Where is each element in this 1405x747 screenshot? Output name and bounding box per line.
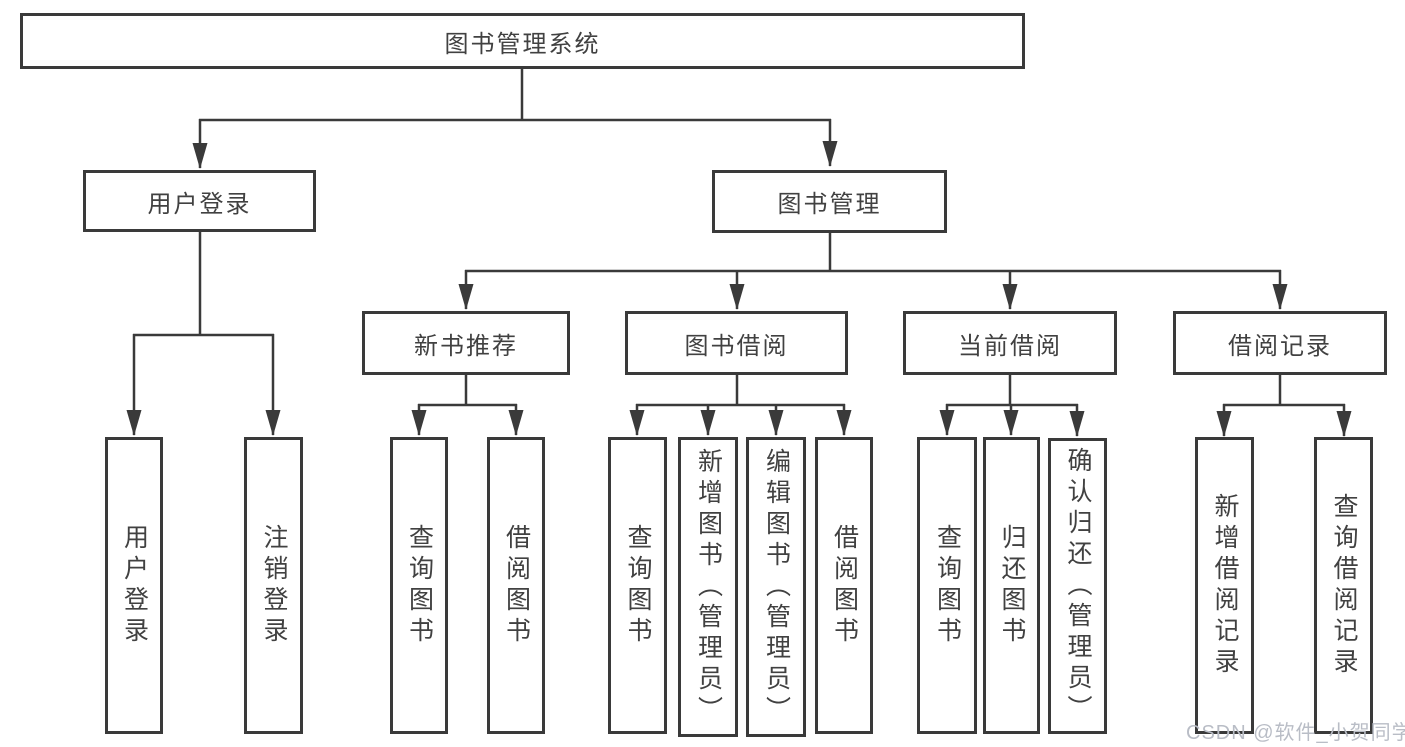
node-add-borrow-record: 新增借阅记录	[1195, 437, 1254, 734]
node-root-label: 图书管理系统	[444, 30, 601, 58]
node-confirm-return-admin: 确认归还（管理员）	[1048, 438, 1107, 734]
node-borrow-books-leaf-label: 借阅图书	[830, 523, 859, 648]
node-return-books: 归还图书	[983, 437, 1040, 734]
node-book-management-branch: 图书管理	[712, 170, 947, 233]
node-query-borrow-record: 查询借阅记录	[1314, 437, 1373, 734]
node-user-login-branch-label: 用户登录	[147, 190, 252, 218]
node-book-management-branch-label: 图书管理	[777, 191, 882, 218]
node-query-borrow-record-label: 查询借阅记录	[1330, 492, 1358, 679]
node-query-books-borrowing: 查询图书	[608, 437, 667, 734]
node-user-login-leaf-label: 用户登录	[120, 523, 149, 648]
csdn-watermark: CSDN @软件_小贺同学	[1186, 722, 1405, 744]
node-current-borrowing-label: 当前借阅	[958, 332, 1062, 360]
node-add-book-admin-label: 新增图书（管理员）	[694, 447, 723, 727]
node-current-borrowing: 当前借阅	[903, 311, 1117, 375]
node-borrow-books-recommend-label: 借阅图书	[502, 523, 531, 648]
node-return-books-label: 归还图书	[998, 523, 1026, 648]
node-query-books-borrowing-label: 查询图书	[624, 523, 652, 648]
node-new-book-recommendation: 新书推荐	[362, 311, 570, 375]
node-add-book-admin: 新增图书（管理员）	[678, 437, 738, 737]
node-query-books-recommend-label: 查询图书	[405, 523, 434, 648]
node-root: 图书管理系统	[20, 13, 1025, 69]
node-query-books-recommend: 查询图书	[390, 437, 448, 734]
node-query-books-current: 查询图书	[917, 437, 977, 734]
node-borrowing-records: 借阅记录	[1173, 311, 1387, 375]
node-borrow-books-recommend: 借阅图书	[487, 437, 545, 734]
node-borrow-books-leaf: 借阅图书	[815, 437, 873, 734]
node-book-borrowing-label: 图书借阅	[684, 332, 789, 360]
node-add-borrow-record-label: 新增借阅记录	[1211, 492, 1239, 679]
node-edit-book-admin: 编辑图书（管理员）	[746, 437, 806, 737]
node-new-book-recommendation-label: 新书推荐	[414, 332, 518, 360]
node-logout-leaf: 注销登录	[244, 437, 303, 734]
node-logout-leaf-label: 注销登录	[260, 523, 288, 648]
node-confirm-return-admin-label: 确认归还（管理员）	[1064, 446, 1092, 726]
node-user-login-branch: 用户登录	[83, 170, 316, 232]
node-book-borrowing: 图书借阅	[625, 311, 848, 375]
node-edit-book-admin-label: 编辑图书（管理员）	[762, 447, 791, 727]
node-user-login-leaf: 用户登录	[105, 437, 163, 734]
node-query-books-current-label: 查询图书	[933, 523, 962, 648]
node-borrowing-records-label: 借阅记录	[1228, 332, 1332, 360]
